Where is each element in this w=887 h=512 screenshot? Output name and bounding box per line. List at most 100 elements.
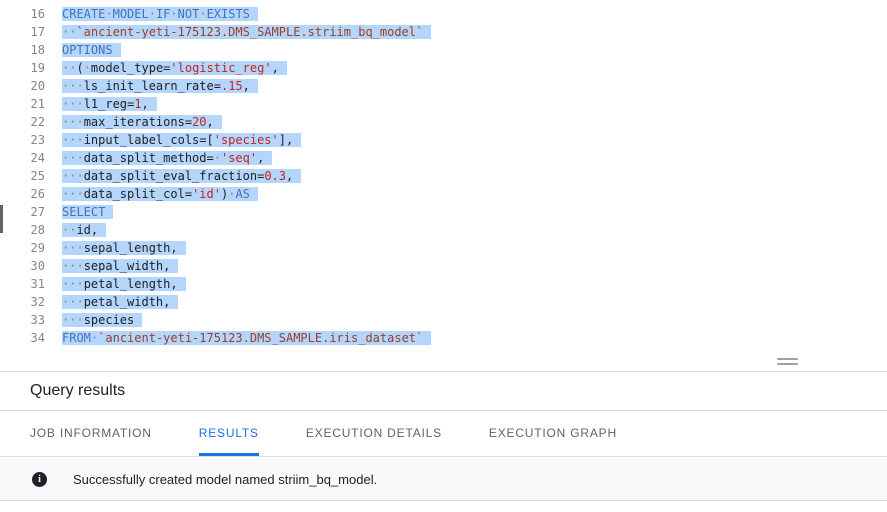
code-token: data_split_eval_fraction bbox=[83, 169, 258, 183]
line-number: 26 bbox=[30, 187, 45, 201]
code-line[interactable]: 31···petal_length, bbox=[0, 275, 887, 293]
code-text: ···sepal_length, bbox=[62, 239, 186, 257]
code-token: `ancient-yeti-175123.DMS_SAMPLE.iris_dat… bbox=[98, 331, 424, 345]
tab-execution-details[interactable]: EXECUTION DETAILS bbox=[305, 425, 442, 440]
code-line[interactable]: 24 ···data_split_method=·'seq', bbox=[0, 149, 887, 167]
selected-text: ···petal_width, bbox=[62, 295, 179, 309]
code-token: max_iterations bbox=[83, 115, 185, 129]
tab-execution-graph[interactable]: EXECUTION GRAPH bbox=[488, 425, 617, 440]
code-line[interactable]: 22 ···max_iterations=20, bbox=[0, 113, 887, 131]
code-token: model_type bbox=[90, 61, 164, 75]
code-line[interactable]: 20 ···ls_init_learn_rate=.15, bbox=[0, 77, 887, 95]
panel-resize-handle[interactable] bbox=[777, 355, 798, 368]
tab-results[interactable]: RESULTS bbox=[198, 412, 259, 456]
code-token: MODEL bbox=[112, 7, 149, 21]
results-status-bar: i Successfully created model named strii… bbox=[0, 458, 887, 501]
code-line[interactable]: 33···species bbox=[0, 311, 887, 329]
selected-text: FROM·`ancient-yeti-175123.DMS_SAMPLE.iri… bbox=[62, 331, 432, 345]
selected-text: CREATE·MODEL·IF·NOT·EXISTS bbox=[62, 7, 258, 21]
line-number: 22 bbox=[30, 115, 45, 129]
code-token: .15 bbox=[220, 79, 243, 93]
code-token: , bbox=[170, 277, 178, 291]
code-text: ···max_iterations=20, bbox=[62, 113, 222, 131]
line-number: 32 bbox=[30, 295, 45, 309]
code-token: SELECT bbox=[62, 205, 106, 219]
code-token: · bbox=[148, 7, 156, 21]
selected-text: OPTIONS bbox=[62, 43, 121, 57]
code-line[interactable]: 23···input_label_cols=['species'], bbox=[0, 131, 887, 149]
code-token: · bbox=[228, 187, 236, 201]
code-token: , bbox=[286, 169, 294, 183]
line-number: 20 bbox=[30, 79, 45, 93]
line-number: 18 bbox=[30, 43, 45, 57]
selected-text: ··(·model_type='logistic_reg', bbox=[62, 61, 287, 75]
code-token: 'id' bbox=[192, 187, 221, 201]
code-token: · bbox=[83, 61, 91, 75]
code-token: , bbox=[206, 115, 214, 129]
status-message: Successfully created model named striim_… bbox=[73, 471, 378, 487]
code-token: ··· bbox=[62, 313, 84, 327]
code-text: ···input_label_cols=['species'], bbox=[62, 131, 302, 149]
code-text: ···petal_length, bbox=[62, 275, 186, 293]
code-text: ···ls_init_learn_rate=.15, bbox=[62, 77, 258, 95]
code-token: =[ bbox=[199, 133, 214, 147]
code-token: ··· bbox=[62, 241, 84, 255]
line-number: 17 bbox=[30, 25, 45, 39]
selected-text: ···l1_reg=1, bbox=[62, 97, 157, 111]
code-token: , bbox=[163, 259, 171, 273]
code-line[interactable]: 26 ···data_split_col='id')·AS bbox=[0, 185, 887, 203]
code-text: ··(·model_type='logistic_reg', bbox=[62, 59, 287, 77]
line-number: 27 bbox=[30, 205, 45, 219]
code-line[interactable]: 25···data_split_eval_fraction=0.3, bbox=[0, 167, 887, 185]
code-token: , bbox=[271, 61, 279, 75]
code-token: , bbox=[170, 241, 178, 255]
selected-text: ···species bbox=[62, 313, 143, 327]
line-number: 21 bbox=[30, 97, 45, 111]
selected-text: ···input_label_cols=['species'], bbox=[62, 133, 302, 147]
query-results-title: Query results bbox=[30, 382, 126, 399]
results-tabs: JOB INFORMATION RESULTS EXECUTION DETAILS E… bbox=[0, 412, 887, 457]
code-token: ( bbox=[76, 61, 84, 75]
code-text: ···data_split_method=·'seq', bbox=[62, 149, 273, 167]
code-token: species bbox=[83, 313, 135, 327]
code-token: FROM bbox=[62, 331, 91, 345]
code-token: ··· bbox=[62, 133, 84, 147]
code-token: 'logistic_reg' bbox=[170, 61, 272, 75]
code-line[interactable]: 32 ···petal_width, bbox=[0, 293, 887, 311]
code-token: 1 bbox=[134, 97, 142, 111]
code-token: ··· bbox=[62, 151, 84, 165]
code-line[interactable]: 18 OPTIONS bbox=[0, 41, 887, 59]
code-token: IF bbox=[155, 7, 171, 21]
line-number: 30 bbox=[30, 259, 45, 273]
code-token: ··· bbox=[62, 169, 84, 183]
selected-text: ···petal_length, bbox=[62, 277, 186, 291]
selected-text: ···ls_init_learn_rate=.15, bbox=[62, 79, 258, 93]
code-token: , bbox=[257, 151, 265, 165]
code-token: · bbox=[90, 331, 99, 345]
code-text: ··id, bbox=[62, 221, 107, 239]
code-line[interactable]: 28··id, bbox=[0, 221, 887, 239]
code-token: · bbox=[199, 7, 207, 21]
tab-job-information[interactable]: JOB INFORMATION bbox=[30, 425, 152, 440]
code-line[interactable]: 27 SELECT bbox=[0, 203, 887, 221]
code-token: EXISTS bbox=[206, 7, 250, 21]
code-line[interactable]: 21 ···l1_reg=1, bbox=[0, 95, 887, 113]
code-token: input_label_cols bbox=[83, 133, 200, 147]
code-line[interactable]: 17··`ancient-yeti-175123.DMS_SAMPLE.stri… bbox=[0, 23, 887, 41]
line-number: 24 bbox=[30, 151, 45, 165]
query-results-header: Query results bbox=[0, 372, 887, 411]
code-line[interactable]: 34 FROM·`ancient-yeti-175123.DMS_SAMPLE.i… bbox=[0, 329, 887, 347]
code-token: ··· bbox=[62, 79, 84, 93]
line-number: 34 bbox=[30, 331, 45, 345]
code-line[interactable]: 19··(·model_type='logistic_reg', bbox=[0, 59, 887, 77]
code-token: ·· bbox=[62, 61, 77, 75]
code-line[interactable]: 29···sepal_length, bbox=[0, 239, 887, 257]
code-line[interactable]: 30···sepal_width, bbox=[0, 257, 887, 275]
code-token: l1_reg bbox=[83, 97, 128, 111]
code-token: ··· bbox=[62, 295, 84, 309]
selected-text: ···data_split_col='id')·AS bbox=[62, 187, 258, 201]
code-token: OPTIONS bbox=[62, 43, 113, 57]
